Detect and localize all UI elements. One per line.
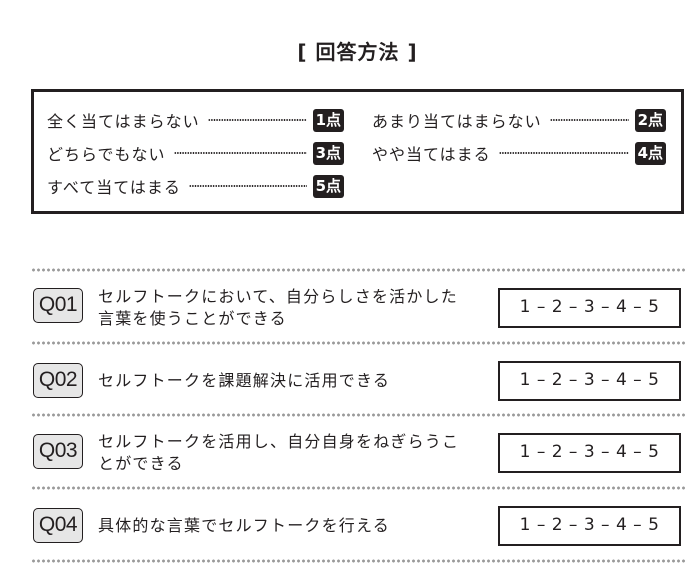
legend-item-5: すべて当てはまる 5点	[47, 174, 344, 198]
dotted-leader	[498, 152, 629, 154]
question-text-line1: セルフトークを活用し、自分自身をねぎらうこ	[98, 432, 460, 451]
points-badge: 1点	[312, 108, 344, 132]
title-text: 回答方法	[315, 40, 400, 64]
question-row-q01: Q01 セルフトークにおいて、自分らしさを活かした 言葉を使うことができる 1 …	[31, 280, 685, 340]
score-scale-box[interactable]: 1 – 2 – 3 – 4 – 5	[498, 361, 681, 401]
points-badge: 4点	[634, 141, 666, 165]
points-badge: 5点	[312, 174, 344, 198]
dotted-divider	[31, 413, 685, 417]
dotted-divider	[31, 486, 685, 490]
question-text: セルフトークを課題解決に活用できる	[98, 370, 498, 392]
question-row-q04: Q04 具体的な言葉でセルフトークを行える 1 – 2 – 3 – 4 – 5	[31, 498, 685, 558]
legend-label: すべて当てはまる	[47, 178, 181, 197]
legend-label: どちらでもない	[47, 145, 166, 164]
points-badge: 2点	[634, 108, 666, 132]
question-text-line1: 具体的な言葉でセルフトークを行える	[98, 516, 390, 535]
points-badge: 3点	[312, 141, 344, 165]
score-scale-box[interactable]: 1 – 2 – 3 – 4 – 5	[498, 433, 681, 473]
question-text: セルフトークにおいて、自分らしさを活かした 言葉を使うことができる	[98, 286, 498, 330]
legend-label: あまり当てはまらない	[372, 112, 542, 131]
legend-item-2: あまり当てはまらない 2点	[372, 108, 666, 132]
dotted-divider	[31, 559, 685, 563]
section-title: [ 回答方法]	[0, 36, 700, 65]
question-row-q03: Q03 セルフトークを活用し、自分自身をねぎらうこ とができる 1 – 2 – …	[31, 425, 685, 485]
question-text: セルフトークを活用し、自分自身をねぎらうこ とができる	[98, 431, 498, 475]
question-number-badge: Q04	[33, 508, 83, 543]
title-close-bracket: ]	[407, 40, 418, 64]
legend-item-1: 全く当てはまらない 1点	[47, 108, 344, 132]
question-text-line1: セルフトークを課題解決に活用できる	[98, 371, 391, 390]
answer-method-legend: 全く当てはまらない 1点 あまり当てはまらない 2点 どちらでもない 3点 やや…	[31, 89, 684, 214]
question-text-line1: セルフトークにおいて、自分らしさを活かした	[98, 287, 458, 306]
dotted-leader	[549, 119, 629, 121]
question-text: 具体的な言葉でセルフトークを行える	[98, 515, 498, 537]
question-number-badge: Q01	[33, 288, 83, 323]
question-number-badge: Q02	[33, 363, 83, 398]
score-scale-box[interactable]: 1 – 2 – 3 – 4 – 5	[498, 288, 681, 328]
dotted-divider	[31, 268, 685, 272]
question-number-badge: Q03	[33, 434, 83, 469]
dotted-leader	[207, 119, 307, 121]
question-text-line2: 言葉を使うことができる	[98, 309, 287, 328]
score-scale-box[interactable]: 1 – 2 – 3 – 4 – 5	[498, 506, 681, 546]
legend-label: 全く当てはまらない	[47, 112, 200, 131]
question-text-line2: とができる	[98, 454, 184, 473]
title-open-bracket: [	[297, 40, 308, 64]
question-row-q02: Q02 セルフトークを課題解決に活用できる 1 – 2 – 3 – 4 – 5	[31, 353, 685, 413]
dotted-leader	[173, 152, 307, 154]
dotted-leader	[188, 185, 307, 187]
dotted-divider	[31, 341, 685, 345]
legend-item-4: やや当てはまる 4点	[372, 141, 666, 165]
legend-label: やや当てはまる	[372, 145, 491, 164]
legend-item-3: どちらでもない 3点	[47, 141, 344, 165]
